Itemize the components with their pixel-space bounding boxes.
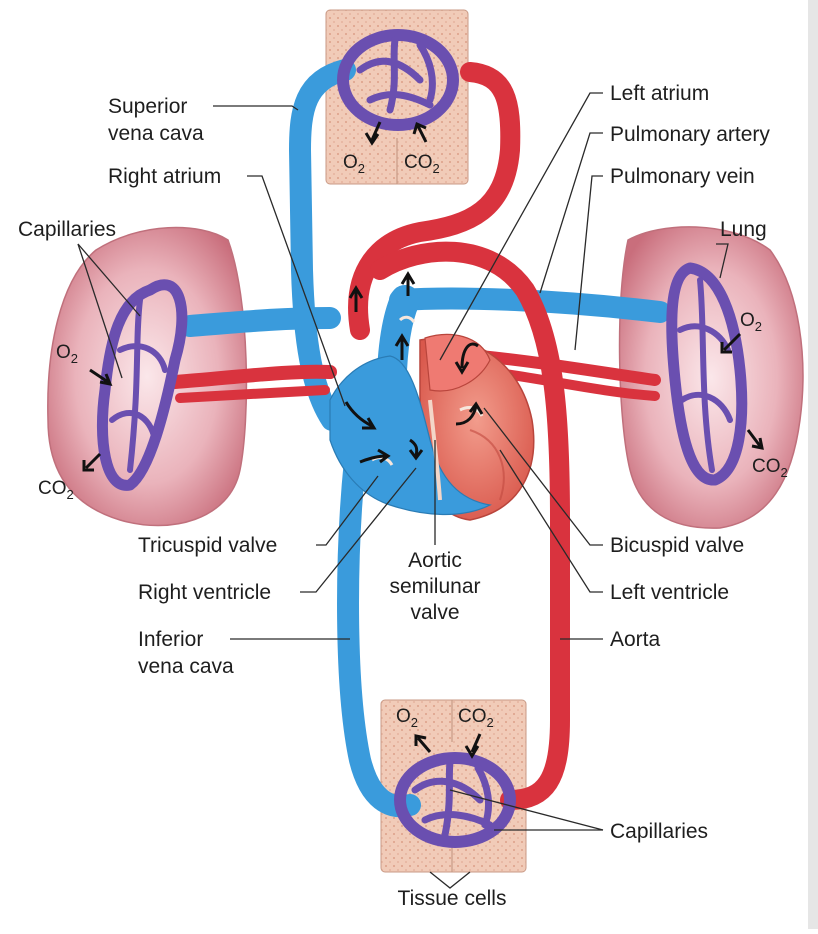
label-tricuspid-valve: Tricuspid valve	[138, 534, 277, 557]
label-bicuspid-valve: Bicuspid valve	[610, 534, 744, 557]
pulmonary-artery-right	[389, 287, 671, 323]
gas-o2-upper: O2	[343, 152, 365, 176]
label-superior-vena-cava-2: vena cava	[108, 122, 204, 145]
right-lung	[618, 226, 804, 529]
label-inferior-vena-cava-1: Inferior	[138, 628, 203, 651]
label-aorta: Aorta	[610, 628, 661, 651]
gas-co2-lower: CO2	[458, 706, 494, 730]
label-aortic-semilunar-valve-1: Aortic	[408, 549, 462, 572]
label-right-ventricle: Right ventricle	[138, 581, 271, 604]
lower-capillary-bed	[394, 752, 516, 848]
gas-co2-upper: CO2	[404, 152, 440, 176]
pulmonary-vein-left	[168, 364, 337, 389]
label-right-atrium: Right atrium	[108, 165, 221, 188]
gas-co2-left-lung: CO2	[38, 478, 74, 502]
gas-o2-right-lung: O2	[740, 310, 762, 334]
label-pulmonary-artery: Pulmonary artery	[610, 123, 770, 146]
pulmonary-vein-left-2	[175, 385, 330, 403]
pulmonary-artery-left	[179, 307, 341, 337]
label-pulmonary-vein: Pulmonary vein	[610, 165, 755, 188]
page-edge-bar	[808, 0, 818, 929]
right-lung-capillaries	[666, 262, 748, 486]
flow-arrows	[344, 271, 484, 464]
label-inferior-vena-cava-2: vena cava	[138, 655, 234, 678]
label-aortic-semilunar-valve-3: valve	[410, 601, 459, 624]
gas-arrows	[82, 121, 764, 759]
label-tissue-cells: Tissue cells	[398, 887, 507, 910]
heart	[329, 315, 535, 521]
leader-lines	[77, 92, 729, 889]
pulmonary-vein-right	[474, 350, 661, 386]
aortic-arch-upper	[348, 62, 521, 340]
label-capillaries-bottom: Capillaries	[610, 820, 708, 843]
label-aortic-semilunar-valve-2: semilunar	[389, 575, 480, 598]
gas-co2-right-lung: CO2	[752, 456, 788, 480]
gas-o2-lower: O2	[396, 706, 418, 730]
aorta	[370, 241, 570, 810]
label-left-atrium: Left atrium	[610, 82, 709, 105]
label-superior-vena-cava-1: Superior	[108, 95, 187, 118]
label-left-ventricle: Left ventricle	[610, 581, 729, 604]
gas-o2-left-lung: O2	[56, 342, 78, 366]
label-capillaries-left: Capillaries	[18, 218, 116, 241]
label-lung: Lung	[720, 218, 767, 241]
upper-capillary-bed	[337, 29, 459, 131]
inferior-vena-cava	[337, 449, 421, 818]
